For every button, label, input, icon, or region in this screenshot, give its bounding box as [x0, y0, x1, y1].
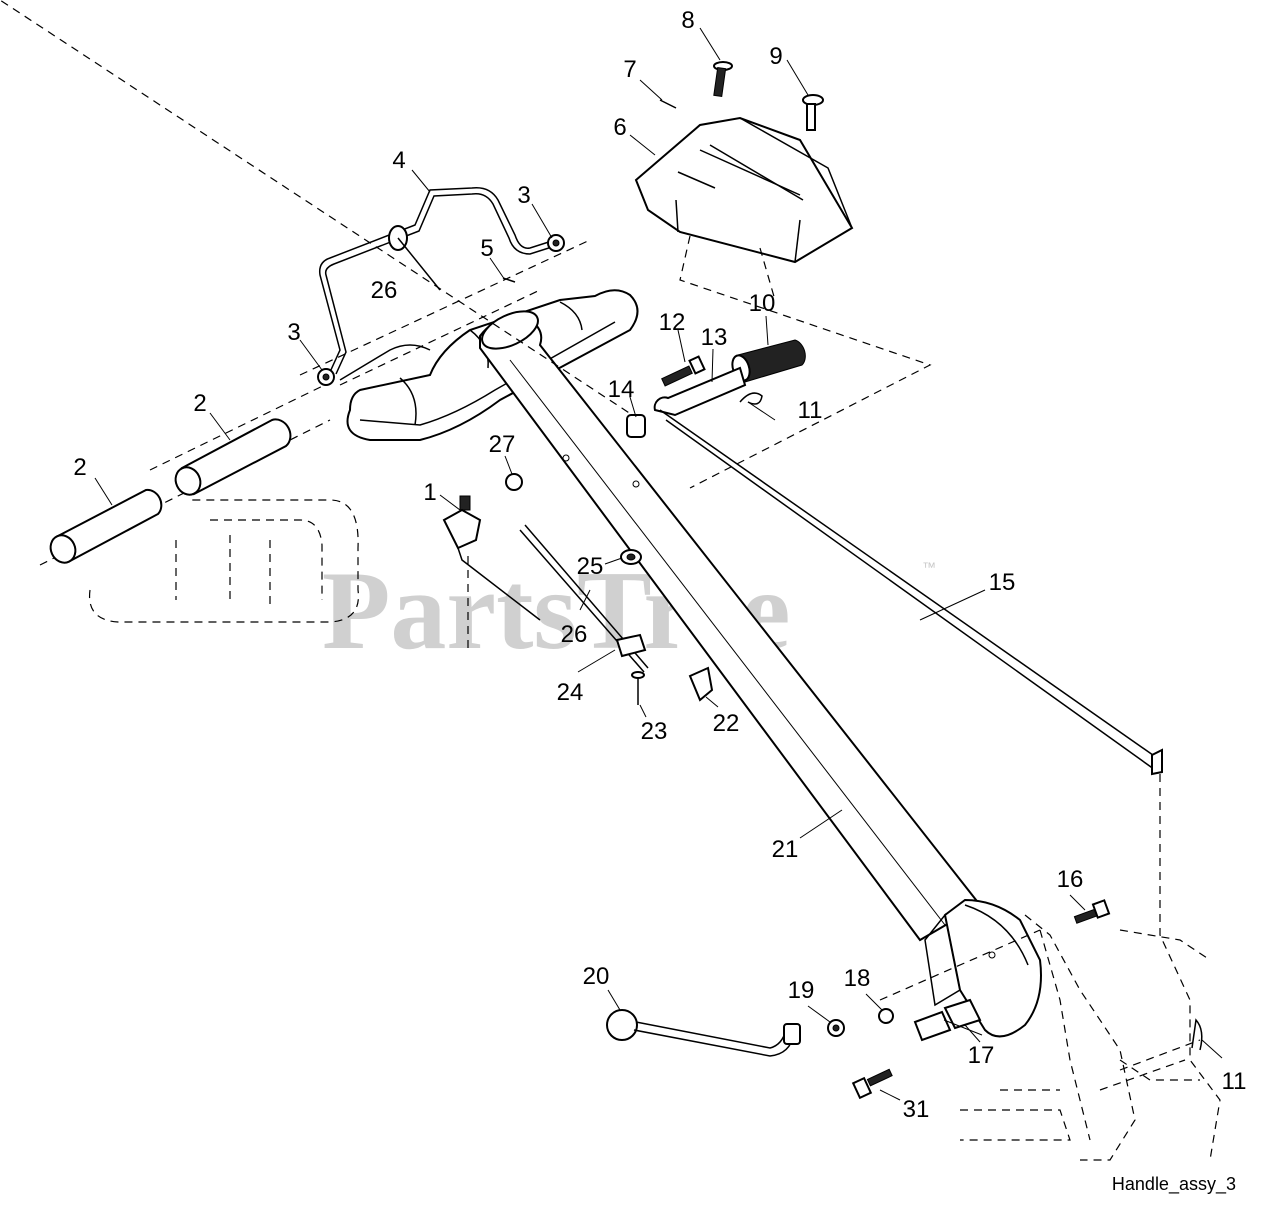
hand-grip-left [49, 488, 163, 564]
callout-1: 1 [423, 479, 436, 506]
callout-7: 7 [623, 56, 636, 83]
pad-17-left [913, 1010, 952, 1042]
hand-grip-right [174, 418, 292, 496]
callout-9: 9 [769, 43, 782, 70]
callout-13: 13 [701, 324, 728, 351]
callout-2-left: 2 [73, 454, 86, 481]
washer-left-hole [322, 373, 330, 381]
callout-26-top: 26 [371, 277, 398, 304]
callout-3-left: 3 [287, 319, 300, 346]
callout-25: 25 [577, 553, 604, 580]
callout-14: 14 [608, 376, 635, 403]
callout-26-bottom: 26 [561, 621, 588, 648]
callout-27: 27 [489, 431, 516, 458]
callout-24: 24 [557, 679, 584, 706]
callout-11-bottom: 11 [1222, 1068, 1247, 1095]
callout-5: 5 [480, 235, 493, 262]
shift-lever [606, 1009, 801, 1057]
callout-6: 6 [613, 114, 626, 141]
callout-2-right: 2 [193, 390, 206, 417]
callout-12: 12 [659, 309, 686, 336]
ghost-lower-frame [879, 760, 1221, 1161]
diagram-caption: Handle_assy_3 [1112, 1174, 1236, 1195]
leader-lines [94, 27, 1223, 1101]
bracket-24 [615, 633, 647, 658]
screw-7 [659, 99, 677, 109]
callout-16: 16 [1057, 866, 1084, 893]
control-rod [653, 366, 1163, 776]
alignment-lines-top [0, 0, 932, 489]
operator-bail [318, 187, 556, 375]
nut-27 [505, 473, 523, 491]
bolt-9 [802, 94, 824, 131]
bolt-12 [661, 355, 706, 387]
handle-tube [479, 310, 982, 942]
hairpin-clip-top [739, 392, 763, 405]
bolt-31 [851, 1068, 893, 1100]
screw-23 [631, 671, 645, 705]
handle-cover [634, 116, 854, 264]
callout-22: 22 [713, 710, 740, 737]
washer-19-hole [832, 1024, 840, 1032]
callout-18: 18 [844, 965, 871, 992]
callout-21: 21 [772, 836, 799, 863]
callout-labels: 1 2 2 3 3 4 5 6 7 8 9 10 11 11 12 13 14 … [73, 7, 1246, 1123]
spacer-14 [626, 414, 646, 438]
throttle-lever [442, 495, 541, 650]
callout-10: 10 [749, 290, 776, 317]
callout-4: 4 [392, 147, 405, 174]
callout-8: 8 [681, 7, 694, 34]
callout-11-top: 11 [798, 397, 823, 424]
pad-17-right [943, 998, 982, 1030]
clip-22 [688, 666, 714, 702]
cable-end [397, 237, 441, 291]
callout-17: 17 [968, 1042, 995, 1069]
grommet-25 [620, 549, 642, 565]
hairpin-clip-bottom [1191, 1018, 1203, 1051]
bolt-8 [713, 61, 733, 97]
pin-5 [502, 277, 516, 283]
watermark-trademark: ™ [922, 559, 936, 575]
bolt-16 [1073, 899, 1111, 924]
callout-3-right: 3 [517, 182, 530, 209]
callout-20: 20 [583, 963, 610, 990]
washer-right-hole [552, 239, 560, 247]
callout-19: 19 [788, 977, 815, 1004]
callout-31: 31 [903, 1096, 930, 1123]
nut-18 [878, 1008, 894, 1024]
callout-23: 23 [641, 718, 668, 745]
callout-15: 15 [989, 569, 1016, 596]
